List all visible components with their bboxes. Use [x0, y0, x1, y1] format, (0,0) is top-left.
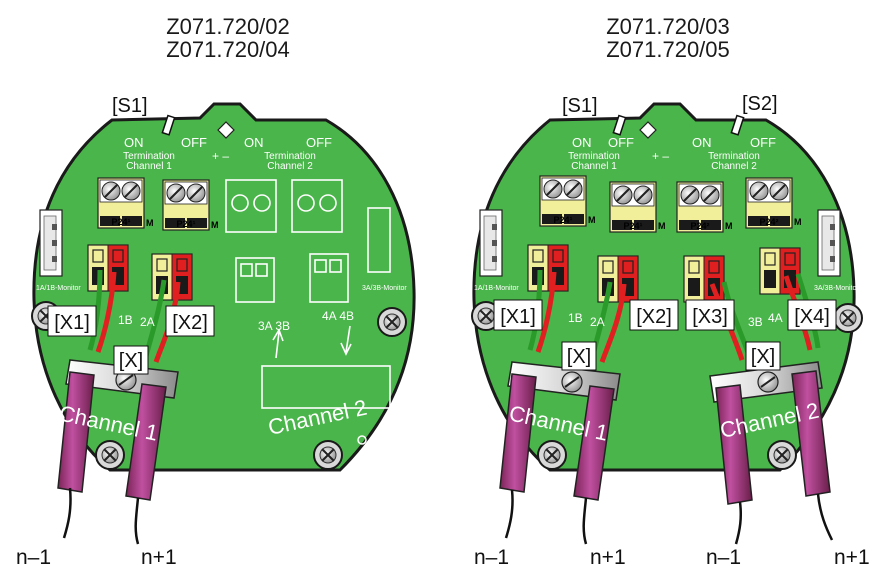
- right-p24-b: P24¹: [623, 221, 642, 231]
- right-n-plus-b: n+1: [834, 546, 870, 568]
- right-term2-line2: Channel 2: [711, 161, 757, 172]
- right-monitor-2: 3A/3B-Monitor: [814, 285, 859, 292]
- right-on-1: ON: [572, 135, 592, 150]
- left-m-a: M: [146, 218, 154, 228]
- monitor-connector-r-left: [479, 209, 503, 277]
- left-on-1: ON: [124, 135, 144, 150]
- left-term2-line1: Termination: [264, 151, 316, 162]
- monitor-connector-left: [39, 209, 63, 277]
- monitor-connector-r-right: [817, 209, 841, 277]
- left-monitor-1: 1A/1B-Monitor: [36, 285, 81, 292]
- right-term1-line2: Channel 1: [571, 161, 617, 172]
- bus-line-1: [62, 487, 72, 539]
- left-off-1: OFF: [181, 135, 207, 150]
- left-lbl-3a3b: 3A 3B: [258, 319, 290, 333]
- notch-icon: [217, 121, 235, 139]
- right-x1-label: [X1]: [500, 306, 536, 328]
- empty-terminal-4: [291, 179, 349, 303]
- right-x3-label: [X3]: [692, 306, 728, 328]
- left-lbl-1b: 1B: [118, 313, 133, 327]
- right-m-b: M: [658, 221, 666, 231]
- right-off-2: OFF: [750, 135, 776, 150]
- bus-line-2: [134, 497, 140, 545]
- right-monitor-1: 1A/1B-Monitor: [474, 285, 519, 292]
- arrow-3-icon: [272, 328, 284, 359]
- switch-s1-label-right: [S1]: [562, 95, 598, 117]
- right-lbl-2a: 2A: [590, 315, 605, 329]
- left-m-b: M: [211, 220, 219, 230]
- switch-s2-icon: [730, 114, 745, 136]
- cable-1: [57, 371, 95, 493]
- right-p24-c: P24²: [690, 221, 709, 231]
- cable-2: [125, 383, 167, 501]
- mounting-screw-r-bottom-left: [537, 440, 567, 470]
- right-x4-label: [X4]: [794, 306, 830, 328]
- wire-red-1: [95, 271, 117, 353]
- empty-terminal-3: [225, 179, 277, 303]
- right-term1-line1: Termination: [568, 151, 620, 162]
- right-lbl-1b: 1B: [568, 311, 583, 325]
- right-x-label-2: [X]: [751, 346, 775, 368]
- right-x2-label: [X2]: [636, 306, 672, 328]
- left-title-1: Z071.720/02: [166, 14, 290, 39]
- mounting-screw-bottom-left: [95, 440, 125, 470]
- mounting-screw-r-bottom-right: [767, 440, 797, 470]
- wire-green-1: [87, 269, 103, 351]
- left-x1-label: [X1]: [54, 312, 90, 334]
- left-title-2: Z071.720/04: [166, 37, 290, 62]
- right-lbl-4a: 4A: [768, 311, 783, 325]
- right-x-label-1: [X]: [567, 346, 591, 368]
- left-x2-label: [X2]: [172, 312, 208, 334]
- small-hole-icon: [357, 435, 367, 445]
- left-plus-minus: + –: [212, 149, 229, 163]
- right-board: Z071.720/03 Z071.720/05 [S1] [S2] ON OFF…: [471, 14, 870, 568]
- right-n-minus-a: n–1: [474, 546, 509, 568]
- plug-connector-r4: [759, 247, 801, 295]
- left-p24-b: P24¹: [176, 219, 195, 229]
- channel2-clamp-outline: [261, 365, 391, 409]
- left-lbl-2a: 2A: [140, 315, 155, 329]
- right-title-1: Z071.720/03: [606, 14, 730, 39]
- plug-connector-r1: [527, 244, 569, 292]
- plug-connector-r2: [597, 255, 639, 303]
- notch-icon: [639, 121, 657, 139]
- mounting-screw-bottom-right: [313, 440, 343, 470]
- arrow-4-icon: [340, 325, 352, 356]
- mounting-screw-r-right: [833, 303, 863, 333]
- right-title-2: Z071.720/05: [606, 37, 730, 62]
- right-on-2: ON: [692, 135, 712, 150]
- left-off-2: OFF: [306, 135, 332, 150]
- right-term2-line1: Termination: [708, 151, 760, 162]
- right-off-1: OFF: [608, 135, 634, 150]
- monitor-connector-right: [367, 207, 391, 273]
- left-n-minus: n–1: [16, 546, 51, 568]
- mounting-screw-right: [377, 307, 407, 337]
- right-m-a: M: [588, 215, 596, 225]
- right-lbl-3b: 3B: [748, 315, 763, 329]
- left-term2-line2: Channel 2: [267, 161, 313, 172]
- switch-s2-label: [S2]: [742, 93, 778, 115]
- left-on-2: ON: [244, 135, 264, 150]
- right-n-plus-a: n+1: [590, 546, 626, 568]
- left-monitor-2: 3A/3B-Monitor: [362, 285, 407, 292]
- left-term1-line1: Termination: [123, 151, 175, 162]
- left-board: Z071.720/02 Z071.720/04 [S1] ON OFF ON O…: [16, 14, 416, 568]
- plug-connector-1: [87, 244, 129, 292]
- switch-s1-icon-right: [612, 114, 627, 136]
- left-n-plus: n+1: [141, 546, 177, 568]
- left-lbl-4a4b: 4A 4B: [322, 309, 354, 323]
- plug-connector-2: [151, 253, 193, 301]
- right-n-minus-b: n–1: [706, 546, 741, 568]
- right-m-d: M: [794, 217, 802, 227]
- right-m-c: M: [725, 221, 733, 231]
- left-x-label: [X]: [119, 350, 143, 372]
- right-plus-minus: + –: [652, 149, 669, 163]
- right-p24-a: P24¹: [553, 215, 572, 225]
- right-p24-d: P24²: [759, 217, 778, 227]
- switch-s1-icon: [161, 114, 176, 136]
- left-p24-a: P24¹: [111, 217, 130, 227]
- left-term1-line2: Channel 1: [126, 161, 172, 172]
- switch-s1-label: [S1]: [112, 95, 148, 117]
